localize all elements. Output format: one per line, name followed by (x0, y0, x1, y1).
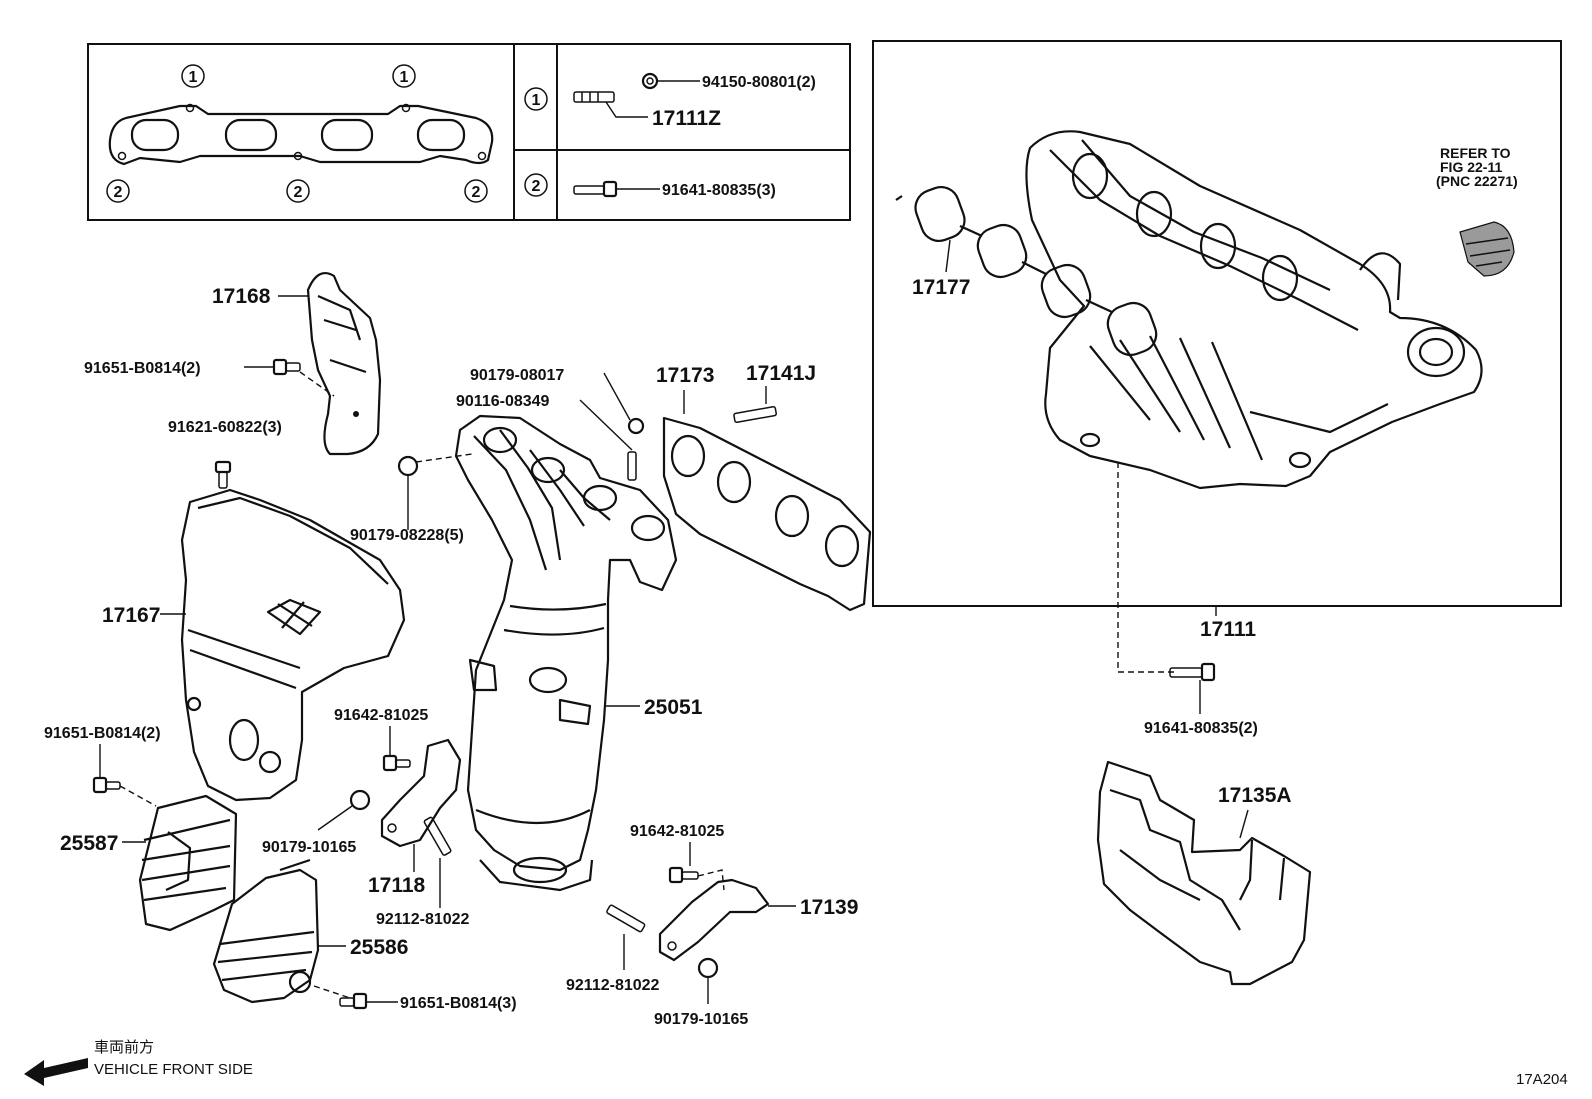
svg-text:2: 2 (294, 184, 303, 201)
bracket-17118: 17118 (368, 738, 462, 897)
svg-text:90116-08349: 90116-08349 (456, 393, 550, 410)
svg-text:91642-81025: 91642-81025 (334, 707, 428, 724)
stud-17141j: 17141J (733, 362, 816, 424)
svg-text:90179-10165: 90179-10165 (654, 1011, 748, 1028)
part-label-17111: 17111 (1200, 618, 1256, 641)
intake-gasket-17177: 17177 (895, 186, 1158, 357)
svg-text:91651-B0814(2): 91651-B0814(2) (84, 360, 201, 377)
part-label-17139: 17139 (800, 896, 858, 919)
callout-2-right: 2 (464, 179, 488, 203)
part-label-25051: 25051 (644, 696, 703, 719)
callout-2-middle: 2 (286, 179, 310, 203)
svg-text:91651-B0814(3): 91651-B0814(3) (400, 995, 517, 1012)
svg-text:91641-80835(2): 91641-80835(2) (1144, 720, 1258, 737)
heat-insulator-25586: 25586 (212, 858, 408, 1004)
svg-text:92112-81022: 92112-81022 (566, 977, 660, 994)
part-label-17173: 17173 (656, 364, 714, 387)
intake-manifold-drawing (1025, 130, 1483, 490)
svg-text:2: 2 (114, 184, 123, 201)
part-label-17168: 17168 (212, 285, 271, 308)
svg-text:FIG 22-11: FIG 22-11 (1440, 159, 1502, 175)
svg-text:91621-60822(3): 91621-60822(3) (168, 419, 282, 436)
svg-text:90179-08228(5): 90179-08228(5) (350, 527, 464, 544)
svg-text:92112-81022: 92112-81022 (376, 911, 470, 928)
part-label-17177: 17177 (912, 276, 970, 299)
svg-text:1: 1 (189, 69, 198, 86)
part-label-91641-3: 91641-80835(3) (662, 182, 776, 199)
stud-90116-08349: 90116-08349 (456, 393, 637, 481)
table-row-1: 1 94150-80801(2) 17111Z (524, 72, 816, 130)
gasket-drawing (108, 103, 494, 166)
svg-text:(PNC 22271): (PNC 22271) (1436, 173, 1518, 189)
callout-2-left: 2 (106, 179, 130, 203)
part-label-17167: 17167 (102, 604, 160, 627)
bolt-91621: 91621-60822(3) (168, 419, 282, 489)
svg-text:90179-10165: 90179-10165 (262, 839, 356, 856)
refer-to-note: REFER TO FIG 22-11 (PNC 22271) (1436, 145, 1518, 277)
front-label-en: VEHICLE FRONT SIDE (94, 1061, 253, 1078)
vehicle-front-indicator: 車両前方 VEHICLE FRONT SIDE (24, 1039, 253, 1086)
bolt-91642-left: 91642-81025 (334, 707, 428, 772)
front-arrow-icon (24, 1058, 88, 1086)
svg-text:REFER TO: REFER TO (1440, 145, 1511, 161)
insulator-17135a: 17135A (1096, 760, 1312, 986)
bolt-91651-top: 91651-B0814(2) (84, 358, 335, 397)
nut-90179-10165-right: 90179-10165 (654, 957, 748, 1028)
exhaust-gasket-17173: 17173 (656, 364, 872, 612)
nut-90179-08228: 90179-08228(5) (350, 453, 473, 544)
exhaust-manifold-25051: 25051 (454, 414, 703, 892)
svg-text:2: 2 (472, 184, 481, 201)
bolt-91651-bottom: 91651-B0814(3) (313, 985, 517, 1012)
intake-manifold-box: 17177 REFER TO FIG 22-11 (PNC 22271) (872, 40, 1562, 673)
part-label-17141j: 17141J (746, 362, 816, 385)
svg-text:2: 2 (532, 178, 541, 195)
bolt-91642-right: 91642-81025 (630, 823, 725, 891)
callout-1-left: 1 (181, 64, 205, 88)
bolt-icon (573, 180, 618, 198)
diagram-code: 17A204 (1516, 1071, 1568, 1088)
stud-92112-right: 92112-81022 (566, 904, 660, 994)
part-label-94150: 94150-80801(2) (702, 74, 816, 91)
bracket-17139: 17139 (658, 878, 858, 962)
gasket-detail-table: 1 1 2 2 2 1 (87, 43, 851, 221)
part-label-25586: 25586 (350, 936, 408, 959)
part-label-17118: 17118 (368, 874, 426, 897)
table-row-2: 2 91641-80835(3) (524, 173, 776, 199)
svg-text:90179-08017: 90179-08017 (470, 367, 564, 384)
bolt-91651-left: 91651-B0814(2) (44, 725, 161, 807)
refer-part-icon (1459, 221, 1515, 277)
nut-icon (641, 72, 659, 90)
stud-icon (573, 91, 615, 103)
part-label-17111z: 17111Z (652, 107, 721, 130)
svg-text:1: 1 (400, 69, 409, 86)
nut-90179-10165-left: 90179-10165 (262, 789, 371, 856)
part-label-25587: 25587 (60, 832, 118, 855)
front-label-jp: 車両前方 (94, 1039, 154, 1056)
heat-insulator-17168: 17168 (212, 272, 382, 456)
svg-text:91651-B0814(2): 91651-B0814(2) (44, 725, 161, 742)
callout-1-right: 1 (392, 64, 416, 88)
part-label-17135a: 17135A (1218, 784, 1292, 807)
heat-insulator-17167: 17167 (102, 488, 406, 802)
bolt-91641-2: 91641-80835(2) (1144, 662, 1258, 737)
svg-text:1: 1 (532, 92, 541, 109)
svg-text:91642-81025: 91642-81025 (630, 823, 724, 840)
heat-insulator-25587: 25587 (60, 794, 238, 932)
nut-90179-08017: 90179-08017 (470, 367, 645, 435)
stud-92112-left: 92112-81022 (376, 816, 470, 928)
